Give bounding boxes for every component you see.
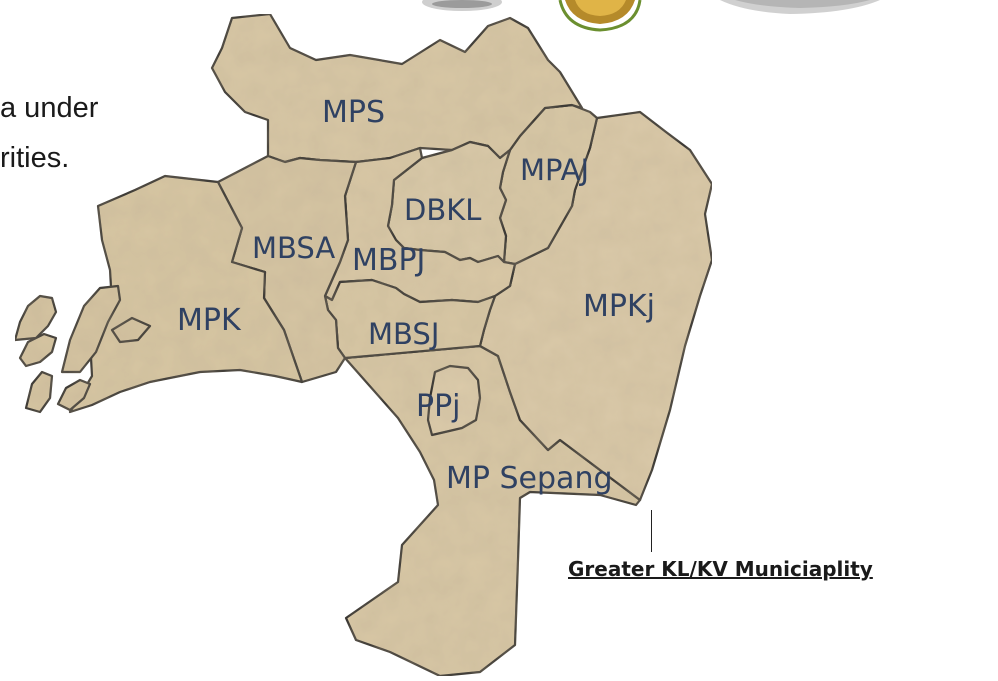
label-mps: MPS bbox=[322, 95, 386, 130]
island-2 bbox=[18, 332, 58, 368]
label-dbkl: DBKL bbox=[404, 193, 482, 227]
label-mpaj: MPAJ bbox=[520, 153, 590, 187]
label-mbpj: MBPJ bbox=[352, 243, 426, 278]
label-mbsa: MBSA bbox=[252, 231, 336, 265]
caption-leader-line bbox=[651, 510, 652, 552]
intro-text-line-2: rities. bbox=[0, 142, 70, 174]
region-ppj[interactable] bbox=[426, 364, 482, 437]
label-mpkj: MPKj bbox=[583, 289, 655, 324]
label-mp-sepang: MP Sepang bbox=[446, 461, 613, 496]
island-4 bbox=[24, 370, 54, 414]
island-3 bbox=[60, 284, 122, 374]
label-ppj: PPj bbox=[416, 389, 461, 424]
decorative-fragment-top bbox=[422, 0, 880, 32]
label-mbsj: MBSJ bbox=[368, 317, 440, 351]
map-caption: Greater KL/KV Municiaplity bbox=[568, 557, 873, 581]
island-1 bbox=[13, 294, 58, 342]
intro-text-line-1: a under bbox=[0, 92, 99, 124]
label-mpk: MPK bbox=[177, 303, 241, 338]
island-5 bbox=[56, 378, 92, 412]
island-6 bbox=[110, 316, 152, 344]
